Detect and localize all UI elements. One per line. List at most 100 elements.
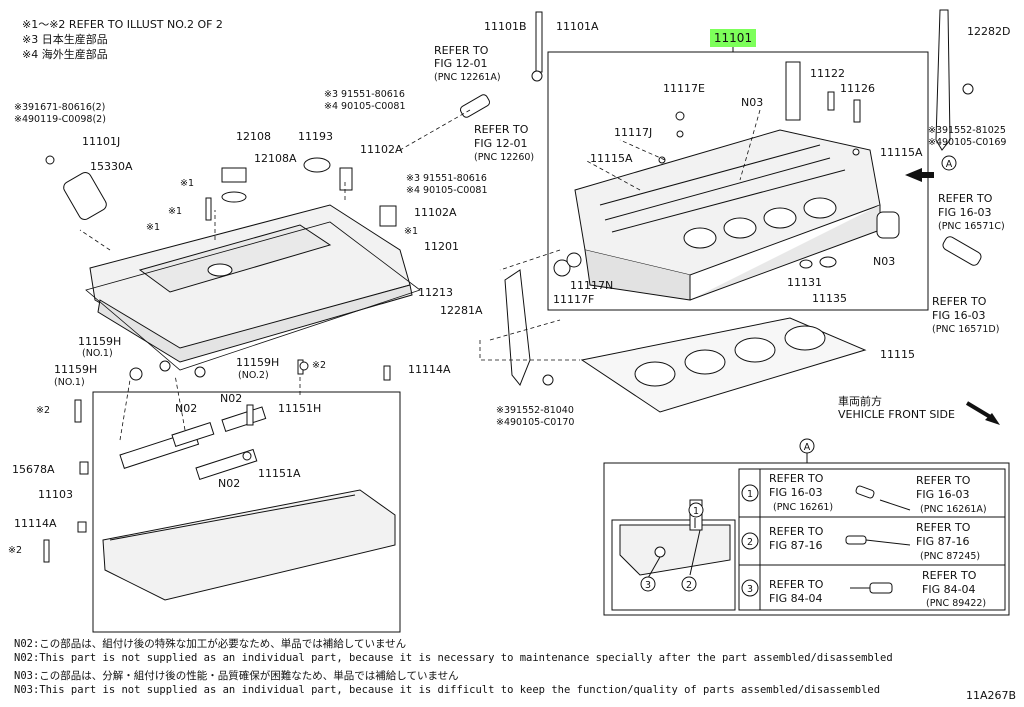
part-11115a-b[interactable]: 11115A xyxy=(880,146,923,159)
footnote-1: N02:この部品は、組付け後の特殊な加工が必要なため、単品では補給していません xyxy=(14,638,407,650)
part-11115a-a[interactable]: 11115A xyxy=(590,152,633,165)
code-c8: ※490105-C0169 xyxy=(928,137,1006,148)
refer-r2-l2: FIG 12-01 xyxy=(474,137,528,150)
part-11117n[interactable]: 11117N xyxy=(570,279,613,292)
mark-1-c: ※1 xyxy=(146,222,160,233)
d3-right-3: (PNC 89422) xyxy=(926,598,986,609)
part-12282d[interactable]: 12282D xyxy=(967,25,1010,38)
part-11159h-b[interactable]: 11159H xyxy=(54,363,97,376)
part-11117e[interactable]: 11117E xyxy=(663,82,705,95)
part-11102a-a[interactable]: 11102A xyxy=(360,143,403,156)
header-note-2: ※3 日本生産部品 xyxy=(22,32,108,46)
part-11101b[interactable]: 11101B xyxy=(484,20,527,33)
highlight-11101 xyxy=(710,29,756,47)
part-11213[interactable]: 11213 xyxy=(418,286,453,299)
bolt-12281a xyxy=(542,374,554,386)
part-11159h-c[interactable]: 11159H xyxy=(236,356,279,369)
part-n02-b[interactable]: N02 xyxy=(220,392,242,405)
part-11102a-b[interactable]: 11102A xyxy=(414,206,457,219)
figure-id: 11A267B xyxy=(966,689,1016,702)
part-11131[interactable]: 11131 xyxy=(787,276,822,289)
code-c6: ※4 90105-C0081 xyxy=(406,185,487,196)
header-note-1: ※1～※2 REFER TO ILLUST NO.2 OF 2 xyxy=(22,18,223,31)
vehicle-front-arrow xyxy=(965,401,1000,425)
part-15330a[interactable]: 15330A xyxy=(90,160,133,173)
footnote-3: N03:この部品は、分解・組付け後の性能・品質確保が困難なため、単品では補給して… xyxy=(14,670,459,682)
refer-r1-l3: (PNC 12261A) xyxy=(434,72,501,83)
header-note-3: ※4 海外生産部品 xyxy=(22,47,108,61)
code-c7: ※391552-81025 xyxy=(928,125,1006,136)
d1-left-2: FIG 16-03 xyxy=(769,486,823,499)
refer-r3-l2: FIG 16-03 xyxy=(938,206,992,219)
part-11159h-a[interactable]: 11159H xyxy=(78,335,121,348)
marker-a-head-label: A xyxy=(946,159,953,170)
detail-row-1-num: 1 xyxy=(747,489,753,500)
refer-r2-l1: REFER TO xyxy=(474,123,529,136)
part-n02-c[interactable]: N02 xyxy=(218,477,240,490)
part-11101a[interactable]: 11101A xyxy=(556,20,599,33)
cylinder-head-drawing xyxy=(553,61,900,301)
part-11135[interactable]: 11135 xyxy=(812,292,847,305)
code-c10: ※490105-C0170 xyxy=(496,417,574,428)
part-n02-a[interactable]: N02 xyxy=(175,402,197,415)
detail-callout-1: 1 xyxy=(693,506,699,517)
bolt-12282d xyxy=(962,83,974,95)
arrow-a xyxy=(905,168,934,182)
d3-left-2: FIG 84-04 xyxy=(769,592,823,605)
d1-right-3: (PNC 16261A) xyxy=(920,504,987,515)
part-11115[interactable]: 11115 xyxy=(880,348,915,361)
vehicle-front-en: VEHICLE FRONT SIDE xyxy=(838,408,955,421)
d1-right-1: REFER TO xyxy=(916,474,971,487)
part-11126[interactable]: 11126 xyxy=(840,82,875,95)
washer-11101a xyxy=(531,70,543,82)
part-15678a[interactable]: 15678A xyxy=(12,463,55,476)
part-12108[interactable]: 12108 xyxy=(236,130,271,143)
bolt-11101b xyxy=(535,11,543,73)
part-12281a[interactable]: 12281A xyxy=(440,304,483,317)
mark-2-a: ※2 xyxy=(312,360,326,371)
d1-left-1: REFER TO xyxy=(769,472,824,485)
d3-left-1: REFER TO xyxy=(769,578,824,591)
d2-left-1: REFER TO xyxy=(769,525,824,538)
part-11117f[interactable]: 11117F xyxy=(553,293,594,306)
d3-right-1: REFER TO xyxy=(922,569,977,582)
label-no2: (NO.2) xyxy=(238,370,269,381)
refer-r3-l3: (PNC 16571C) xyxy=(938,221,1005,232)
mark-1-a: ※1 xyxy=(180,178,194,189)
d2-right-3: (PNC 87245) xyxy=(920,551,980,562)
marker-a-detail-label: A xyxy=(804,442,811,453)
part-11103[interactable]: 11103 xyxy=(38,488,73,501)
part-n03-a[interactable]: N03 xyxy=(741,96,763,109)
code-c3: ※3 91551-80616 xyxy=(324,89,405,100)
part-11122[interactable]: 11122 xyxy=(810,67,845,80)
code-c5: ※3 91551-80616 xyxy=(406,173,487,184)
part-11101-label[interactable]: 11101 xyxy=(714,31,752,45)
part-11193[interactable]: 11193 xyxy=(298,130,333,143)
part-11117j[interactable]: 11117J xyxy=(614,126,652,139)
part-11201[interactable]: 11201 xyxy=(424,240,459,253)
part-11114a-a[interactable]: 11114A xyxy=(408,363,451,376)
detail-a-table xyxy=(738,468,1006,611)
part-11151h[interactable]: 11151H xyxy=(278,402,321,415)
hose-fitting-2 xyxy=(942,236,982,266)
d1-right-2: FIG 16-03 xyxy=(916,488,970,501)
refer-r2-l3: (PNC 12260) xyxy=(474,152,534,163)
code-c2: ※490119-C0098(2) xyxy=(14,114,106,125)
footnote-2: N02:This part is not supplied as an indi… xyxy=(14,652,893,664)
footnote-4: N03:This part is not supplied as an indi… xyxy=(14,684,881,696)
code-c1: ※391671-80616(2) xyxy=(14,102,105,113)
part-11101j[interactable]: 11101J xyxy=(82,135,120,148)
refer-r4-l2: FIG 16-03 xyxy=(932,309,986,322)
plug-ring xyxy=(299,361,309,371)
part-11114a-b[interactable]: 11114A xyxy=(14,517,57,530)
d2-right-2: FIG 87-16 xyxy=(916,535,970,548)
head-cover-drawing xyxy=(45,155,421,371)
part-11151a[interactable]: 11151A xyxy=(258,467,301,480)
part-12108a[interactable]: 12108A xyxy=(254,152,297,165)
mark-1-d: ※1 xyxy=(404,226,418,237)
part-n03-b[interactable]: N03 xyxy=(873,255,895,268)
cylinder-head-box xyxy=(547,51,929,311)
detail-row-3-num: 3 xyxy=(747,584,753,595)
